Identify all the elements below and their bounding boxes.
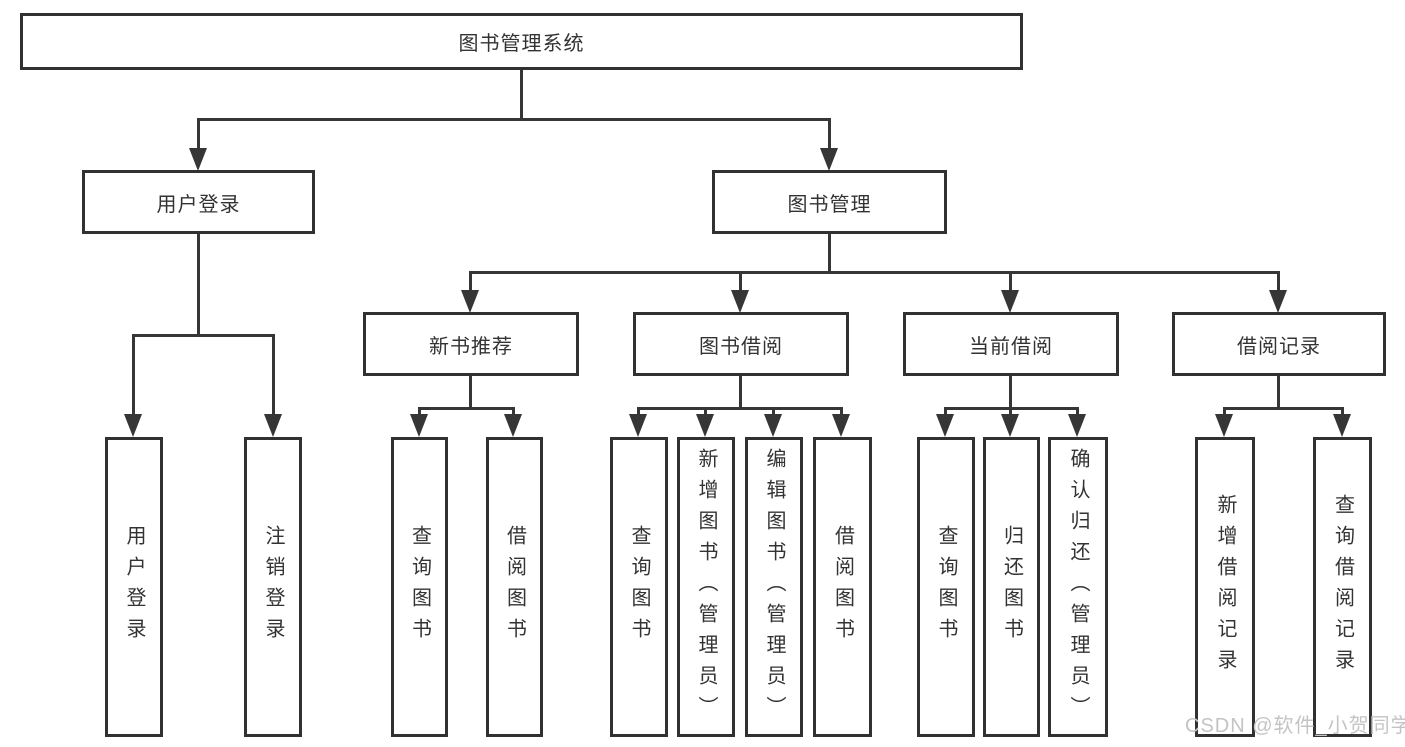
arrow-down-icon [189, 148, 207, 171]
arrow-down-icon [1068, 414, 1086, 437]
leaf-label: 借阅图书 [503, 525, 526, 649]
connector-line [944, 407, 947, 417]
arrow-down-icon [1215, 414, 1233, 437]
arrow-down-icon [1001, 414, 1019, 437]
leaf-edit-book-admin: 编辑图书（管理员） [745, 437, 803, 737]
arrow-down-icon [820, 148, 838, 171]
leaf-label: 借阅图书 [831, 525, 854, 649]
watermark: CSDN @软件_小贺同学 [1185, 715, 1405, 737]
connector-line [704, 407, 707, 417]
leaf-label: 查询图书 [628, 525, 650, 649]
connector-line [197, 118, 830, 121]
leaf-label: 查询图书 [935, 525, 957, 649]
arrow-down-icon [410, 414, 428, 437]
node-book-borrowing: 图书借阅 [633, 312, 849, 376]
arrow-down-icon [832, 414, 850, 437]
leaf-label: 新增借阅记录 [1214, 494, 1236, 680]
leaf-label: 确认归还（管理员） [1067, 447, 1089, 727]
arrow-down-icon [504, 414, 522, 437]
leaf-label: 归还图书 [1000, 525, 1023, 649]
leaf-label: 注销登录 [262, 525, 284, 649]
arrow-down-icon [764, 414, 782, 437]
connector-line [197, 234, 200, 337]
node-new-book-recommendation: 新书推荐 [363, 312, 579, 376]
leaf-return-books: 归还图书 [983, 437, 1040, 737]
connector-line [840, 407, 843, 417]
leaf-borrow-books: 借阅图书 [813, 437, 872, 737]
leaf-borrow-books-recommend: 借阅图书 [486, 437, 543, 737]
leaf-label: 查询图书 [408, 525, 431, 649]
connector-line [1009, 407, 1012, 417]
connector-line [772, 407, 775, 417]
connector-line [1277, 271, 1280, 293]
node-user-login: 用户登录 [82, 170, 315, 234]
arrow-down-icon [124, 414, 142, 437]
node-book-management: 图书管理 [712, 170, 947, 234]
connector-line [272, 334, 275, 417]
connector-line [418, 407, 515, 410]
leaf-confirm-return-admin: 确认归还（管理员） [1048, 437, 1108, 737]
leaf-query-books-borrow: 查询图书 [610, 437, 668, 737]
leaf-query-books-current: 查询图书 [917, 437, 975, 737]
connector-line [512, 407, 515, 417]
leaf-user-login: 用户登录 [105, 437, 163, 737]
leaf-add-borrow-record: 新增借阅记录 [1195, 437, 1255, 737]
node-current-borrowing: 当前借阅 [903, 312, 1119, 376]
connector-line [132, 334, 275, 337]
leaf-logout: 注销登录 [244, 437, 302, 737]
arrow-down-icon [1333, 414, 1351, 437]
connector-line [520, 68, 523, 120]
arrow-down-icon [1269, 290, 1287, 313]
connector-line [828, 234, 831, 274]
leaf-label: 编辑图书（管理员） [763, 447, 785, 727]
connector-line [1076, 407, 1079, 417]
arrow-down-icon [1001, 290, 1019, 313]
connector-line [469, 271, 472, 293]
connector-line [739, 271, 742, 293]
node-borrowing-records: 借阅记录 [1172, 312, 1386, 376]
connector-line [1223, 407, 1343, 410]
connector-line [828, 118, 831, 152]
connector-line [469, 376, 472, 410]
leaf-label: 查询借阅记录 [1331, 494, 1354, 680]
connector-line [637, 407, 640, 417]
connector-line [637, 407, 842, 410]
leaf-label: 用户登录 [123, 525, 145, 649]
arrow-down-icon [264, 414, 282, 437]
arrow-down-icon [731, 290, 749, 313]
arrow-down-icon [461, 290, 479, 313]
connector-line [1009, 376, 1012, 410]
connector-line [1223, 407, 1226, 417]
leaf-query-books-recommend: 查询图书 [391, 437, 448, 737]
connector-line [469, 271, 1280, 274]
leaf-label: 新增图书（管理员） [695, 447, 717, 727]
node-library-management-system: 图书管理系统 [20, 13, 1023, 70]
connector-line [418, 407, 421, 417]
leaf-query-borrow-record: 查询借阅记录 [1313, 437, 1372, 737]
arrow-down-icon [629, 414, 647, 437]
connector-line [1277, 376, 1280, 410]
arrow-down-icon [696, 414, 714, 437]
connector-line [132, 334, 135, 417]
connector-line [197, 118, 200, 152]
connector-line [1341, 407, 1344, 417]
connector-line [739, 376, 742, 410]
arrow-down-icon [936, 414, 954, 437]
leaf-add-book-admin: 新增图书（管理员） [677, 437, 735, 737]
connector-line [1009, 271, 1012, 293]
